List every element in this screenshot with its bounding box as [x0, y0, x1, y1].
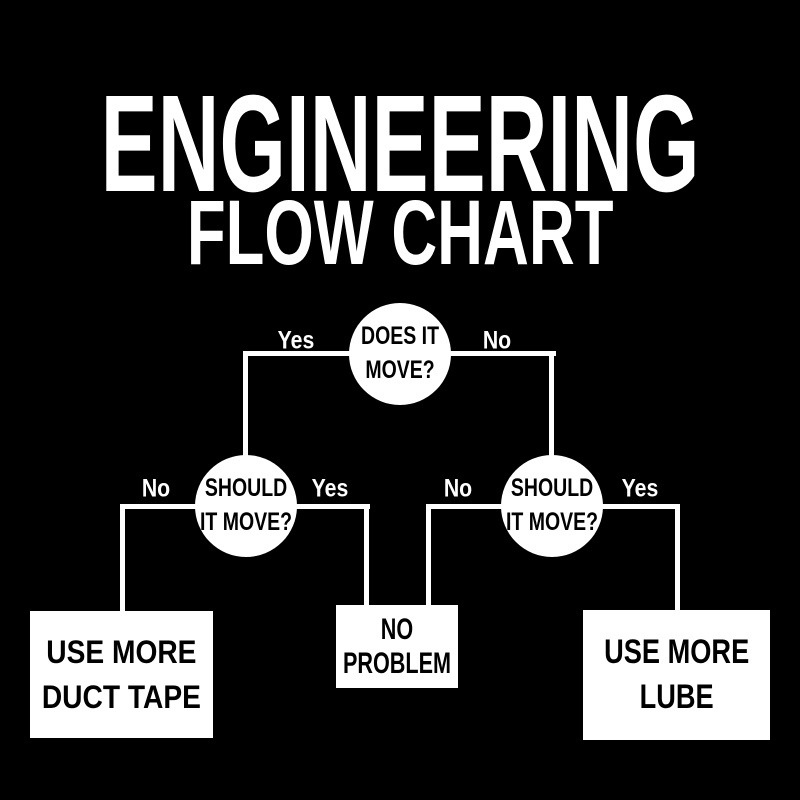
outcome-no-problem-line1: NO — [380, 612, 414, 646]
outcome-duct-tape-label: USE MORE DUCT TAPE — [42, 630, 201, 718]
outcome-lube-line1: USE MORE — [603, 633, 750, 672]
decision-should-it-move-right-label: SHOULD IT MOVE? — [506, 472, 598, 540]
outcome-duct-tape-line1: USE MORE — [46, 634, 197, 671]
edge-label-right-no: No — [443, 474, 473, 503]
decision-should-it-move-left-label: SHOULD IT MOVE? — [200, 472, 292, 540]
decision-does-it-move-label: DOES IT MOVE? — [361, 320, 439, 388]
edge-label-left-no: No — [141, 474, 171, 503]
outcome-lube-line2: LUBE — [639, 678, 714, 716]
outcome-no-problem-label: NO PROBLEM — [343, 613, 451, 680]
decision-root-line2: MOVE? — [365, 356, 435, 384]
connector-right-yes-vertical — [675, 504, 680, 612]
decision-right-line1: SHOULD — [510, 474, 594, 503]
decision-right-line2: IT MOVE? — [505, 508, 599, 536]
edge-label-root-yes: Yes — [277, 326, 315, 355]
page-subtitle-text: FLOW CHART — [186, 182, 614, 284]
decision-left-line1: SHOULD — [204, 474, 288, 503]
outcome-duct-tape: USE MORE DUCT TAPE — [30, 611, 213, 738]
edge-label-right-yes: Yes — [621, 474, 659, 503]
connector-left-yes-vertical — [364, 504, 369, 607]
page-title: ENGINEERING — [0, 67, 800, 221]
outcome-duct-tape-line2: DUCT TAPE — [41, 678, 202, 715]
decision-should-it-move-left: SHOULD IT MOVE? — [195, 455, 297, 557]
connector-root-yes-vertical — [243, 351, 248, 471]
connector-right-no-vertical — [426, 504, 431, 607]
outcome-no-problem-line2: PROBLEM — [343, 646, 451, 680]
connector-left-no-vertical — [120, 504, 125, 613]
decision-should-it-move-right: SHOULD IT MOVE? — [501, 455, 603, 557]
outcome-lube-label: USE MORE LUBE — [604, 630, 749, 720]
edge-label-root-no: No — [482, 326, 512, 355]
outcome-lube: USE MORE LUBE — [583, 610, 770, 740]
page-title-text: ENGINEERING — [100, 67, 700, 221]
decision-does-it-move: DOES IT MOVE? — [349, 303, 451, 405]
decision-root-line1: DOES IT — [360, 322, 439, 351]
connector-root-no-vertical — [549, 351, 554, 471]
outcome-no-problem: NO PROBLEM — [336, 605, 458, 688]
edge-label-left-yes: Yes — [311, 474, 349, 503]
decision-left-line2: IT MOVE? — [199, 508, 293, 536]
page-subtitle: FLOW CHART — [0, 180, 800, 286]
